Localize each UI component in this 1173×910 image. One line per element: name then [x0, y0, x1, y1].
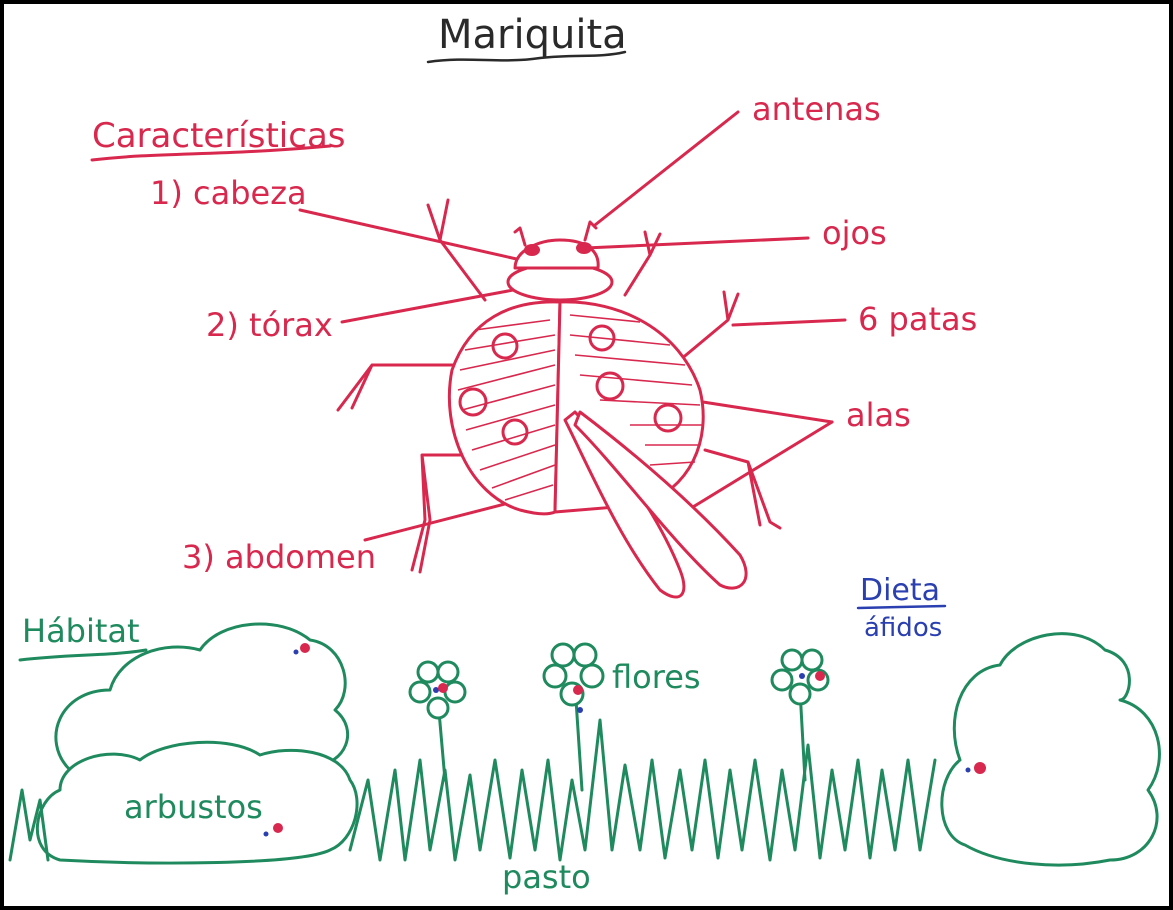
pointer-wings-top	[690, 400, 832, 422]
flower-petal	[438, 662, 458, 682]
flower-petal	[772, 670, 792, 690]
label-wings: alas	[846, 396, 911, 434]
label-abdomen: 3) abdomen	[182, 538, 376, 576]
page-title: Mariquita	[438, 12, 627, 58]
pointer-head	[300, 210, 530, 262]
ladybug-eye	[524, 244, 540, 256]
ladybug-mini	[300, 643, 310, 653]
habitat-underline	[20, 650, 146, 660]
pointer-eyes	[585, 238, 808, 248]
flower-petal	[445, 682, 465, 702]
label-shrubs: arbustos	[124, 788, 263, 826]
ladybug-leg	[412, 455, 470, 572]
label-antennae: antenas	[752, 90, 881, 128]
aphid-dots	[799, 673, 805, 679]
pointer-antennae	[595, 112, 738, 225]
flower-petal	[552, 644, 574, 666]
ladybug-leg	[680, 292, 738, 360]
flower-petal	[802, 650, 822, 670]
flower-petal	[782, 650, 802, 670]
ladybug-antenna	[585, 222, 596, 240]
aphid-dots	[294, 650, 299, 655]
label-grass: pasto	[502, 858, 591, 896]
flower-3	[772, 650, 828, 780]
aphid-dots	[966, 768, 971, 773]
characteristics-heading: Características	[92, 116, 346, 156]
flower-petal	[418, 662, 438, 682]
ladybug-mini	[573, 685, 583, 695]
ladybug-mini	[815, 671, 825, 681]
diet-food: áfidos	[864, 613, 942, 643]
label-legs: 6 patas	[858, 300, 977, 338]
flower-petal	[410, 682, 430, 702]
flower-petal	[790, 684, 810, 704]
aphid-dots	[264, 832, 269, 837]
pointer-legs	[733, 320, 845, 325]
flower-petal	[544, 665, 566, 687]
label-flowers: flores	[612, 658, 701, 696]
label-eyes: ojos	[822, 214, 887, 252]
ladybug-leg	[338, 365, 455, 410]
ladybug-antenna	[515, 228, 525, 245]
ladybug-mini	[273, 823, 283, 833]
ladybug-leg	[625, 232, 660, 295]
label-head: 1) cabeza	[150, 174, 307, 212]
bush-outline	[942, 634, 1160, 865]
diet-heading: Dieta	[860, 573, 940, 608]
flower-petal	[581, 665, 603, 687]
ladybug-mini	[974, 762, 986, 774]
ladybug-eye	[576, 242, 592, 254]
ladybug-mini	[438, 683, 448, 693]
aphid-dots	[577, 707, 583, 713]
habitat-heading: Hábitat	[22, 612, 140, 650]
ladybug-illustration	[338, 200, 780, 597]
flower-petal	[428, 698, 448, 718]
label-thorax: 2) tórax	[206, 306, 333, 344]
flower-petal	[574, 644, 596, 666]
